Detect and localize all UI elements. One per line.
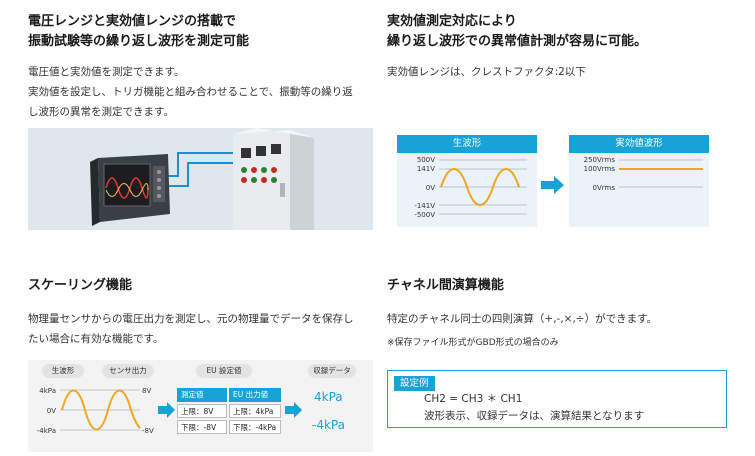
raw-waveform-panel: 生波形 500V 141V 0V -141V -500V bbox=[397, 135, 537, 227]
section2-body: 実効値レンジは、クレストファクタ:2以下 bbox=[387, 66, 586, 78]
sensor-label-neg8v: -8V bbox=[142, 427, 154, 435]
eu-table-cell: 下限：-8V bbox=[177, 420, 227, 434]
rms-label-250: 250Vrms bbox=[584, 156, 616, 164]
setting-example-tag: 設定例 bbox=[394, 376, 435, 391]
raw-label-500v: 500V bbox=[417, 156, 435, 164]
recorded-data-chip: 収録データ bbox=[308, 364, 356, 378]
eu-table-header-measured: 測定値 bbox=[177, 388, 227, 402]
raw-label-0v: 0V bbox=[426, 184, 435, 192]
section1-body-line3: し波形の異常を測定できます。 bbox=[28, 106, 174, 118]
section1-body: 電圧値と実効値を測定できます。 実効値を設定し、トリガ機能と組み合わせることで、… bbox=[28, 62, 373, 122]
sensor-label-8v: 8V bbox=[142, 387, 151, 395]
eu-table-cell: 上限：8V bbox=[177, 404, 227, 418]
section1-title-line2: 振動試験等の繰り返し波形を測定可能 bbox=[28, 34, 250, 49]
sensor-output-chip: センサ出力 bbox=[102, 364, 154, 378]
record-value-max: 4kPa bbox=[314, 390, 343, 404]
section2-title-line2: 繰り返し波形での異常値計測が容易に可能。 bbox=[387, 34, 648, 49]
scaling-sine-wave bbox=[61, 389, 141, 431]
rms-label-100: 100Vrms bbox=[584, 165, 616, 173]
raw-label-0v-scaling: 0V bbox=[47, 407, 56, 415]
section1-body-line1: 電圧値と実効値を測定できます。 bbox=[28, 66, 185, 78]
setting-example-box: 設定例 CH2 = CH3 ＊ CH1 波形表示、収録データは、演算結果となりま… bbox=[387, 370, 727, 428]
eu-table: 測定値 EU 出力値 上限：8V 上限：4kPa 下限：-8V 下限：-4kPa bbox=[177, 388, 281, 434]
eu-table-cell: 上限：4kPa bbox=[229, 404, 281, 418]
raw-label-4kpa: 4kPa bbox=[39, 387, 56, 395]
raw-label-neg500v: -500V bbox=[414, 211, 435, 219]
section3-body-line1: 物理量センサからの電圧出力を測定し、元の物理量でデータを保存し bbox=[28, 313, 354, 325]
scaling-arrow-1-icon bbox=[158, 402, 175, 418]
rms-waveform-title: 実効値波形 bbox=[569, 135, 709, 153]
section1-title: 電圧レンジと実効値レンジの搭載で 振動試験等の繰り返し波形を測定可能 bbox=[28, 12, 358, 52]
raw-waveform-title: 生波形 bbox=[397, 135, 537, 153]
eu-setting-chip: EU 設定値 bbox=[196, 364, 252, 378]
recorder-illustration bbox=[28, 128, 373, 230]
arrow-right-icon bbox=[541, 176, 564, 194]
section2-title-line1: 実効値測定対応により bbox=[387, 14, 517, 29]
rms-label-0: 0Vrms bbox=[593, 184, 616, 192]
scaling-arrow-2-icon bbox=[285, 402, 302, 418]
raw-sine-wave bbox=[440, 168, 520, 206]
record-value-min: -4kPa bbox=[312, 418, 345, 432]
raw-label-141v: 141V bbox=[417, 165, 435, 173]
section3-body-line2: たい場合に有効な機能です。 bbox=[28, 333, 164, 345]
section1-body-line2: 実効値を設定し、トリガ機能と組み合わせることで、振動等の繰り返 bbox=[28, 86, 353, 98]
eu-table-cell: 下限：-4kPa bbox=[229, 420, 281, 434]
section3-title: スケーリング機能 bbox=[28, 278, 133, 293]
scaling-diagram: 生波形 センサ出力 EU 設定値 収録データ 4kPa 0V -4kPa 8V … bbox=[28, 360, 373, 452]
setting-example-note: 波形表示、収録データは、演算結果となります bbox=[424, 410, 645, 422]
section3-body: 物理量センサからの電圧出力を測定し、元の物理量でデータを保存し たい場合に有効な… bbox=[28, 309, 373, 349]
section4-body: 特定のチャネル同士の四則演算（+,-,×,÷）ができます。 bbox=[387, 313, 658, 325]
section4-title: チャネル間演算機能 bbox=[387, 278, 504, 293]
eu-table-header-output: EU 出力値 bbox=[229, 388, 281, 402]
rms-waveform-panel: 実効値波形 250Vrms 100Vrms 0Vrms bbox=[569, 135, 709, 227]
raw-label-neg141v: -141V bbox=[414, 202, 435, 210]
setting-example-formula: CH2 = CH3 ＊ CH1 bbox=[424, 393, 523, 405]
section1-title-line1: 電圧レンジと実効値レンジの搭載で bbox=[28, 14, 237, 29]
section2-title: 実効値測定対応により 繰り返し波形での異常値計測が容易に可能。 bbox=[387, 12, 737, 52]
raw-waveform-chip: 生波形 bbox=[42, 364, 84, 378]
control-cabinet bbox=[233, 128, 314, 230]
raw-label-neg4kpa: -4kPa bbox=[37, 427, 56, 435]
section4-note: ※保存ファイル形式がGBD形式の場合のみ bbox=[387, 338, 559, 348]
data-logger-device bbox=[90, 154, 170, 226]
